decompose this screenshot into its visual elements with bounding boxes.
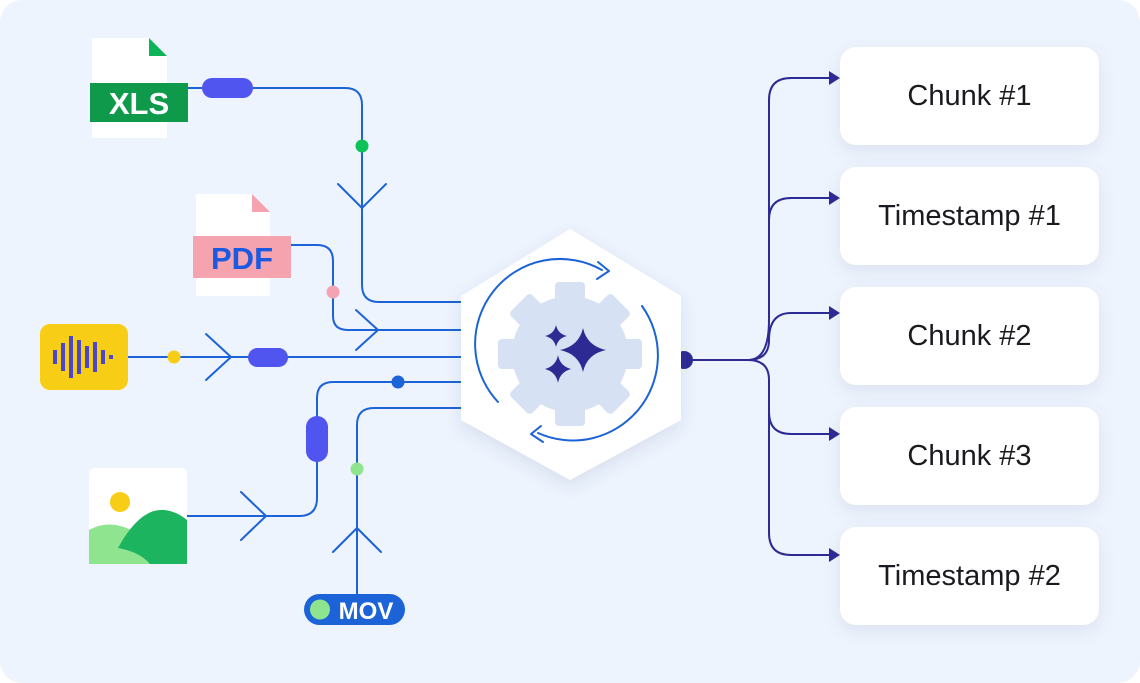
output-arrowhead-1 xyxy=(829,71,840,85)
mov-badge xyxy=(304,594,405,625)
output-arrowhead-3 xyxy=(829,306,840,320)
output-box-chunk-2: Chunk #2 xyxy=(840,287,1099,385)
xls-connector-dot xyxy=(355,139,369,153)
output-arrowheads xyxy=(829,71,840,562)
mov-connector-dot xyxy=(350,462,364,476)
output-box-chunk-1: Chunk #1 xyxy=(840,47,1099,145)
output-arrowhead-4 xyxy=(829,427,840,441)
output-arrowhead-2 xyxy=(829,191,840,205)
sparkles-gear-icon xyxy=(474,257,659,443)
xls-arrow-chevron xyxy=(337,183,387,209)
output-box-chunk-3: Chunk #3 xyxy=(840,407,1099,505)
output-label: Timestamp #1 xyxy=(878,199,1061,232)
mov-arrow-chevron xyxy=(332,527,382,553)
output-box-timestamp-2: Timestamp #2 xyxy=(840,527,1099,625)
audio-connector-dot xyxy=(167,350,181,364)
mov-label: MOV xyxy=(339,598,394,625)
mov-wire xyxy=(356,407,463,597)
output-label: Chunk #1 xyxy=(907,79,1032,112)
image-arrow-chevron xyxy=(240,491,267,541)
output-label: Chunk #2 xyxy=(907,319,1032,352)
xls-wire xyxy=(184,87,463,303)
pdf-wire xyxy=(289,244,463,331)
audio-waveform-icon xyxy=(40,324,128,390)
image-landscape-icon xyxy=(89,468,187,564)
output-wire-3 xyxy=(747,312,833,361)
audio-arrow-chevron xyxy=(205,333,232,381)
xls-connector-pill xyxy=(202,78,253,98)
pdf-file-icon xyxy=(193,194,291,296)
output-wire-5 xyxy=(768,411,833,556)
output-wire-1 xyxy=(747,77,833,361)
pdf-connector-dot xyxy=(326,285,340,299)
pdf-label: PDF xyxy=(211,241,273,276)
xls-file-icon xyxy=(90,38,188,138)
output-arrowhead-5 xyxy=(829,548,840,562)
output-label: Chunk #3 xyxy=(907,439,1032,472)
output-label: Timestamp #2 xyxy=(878,559,1061,592)
xls-label: XLS xyxy=(109,86,169,121)
output-wire-2 xyxy=(768,197,833,221)
pdf-arrow-chevron xyxy=(355,309,379,351)
output-box-timestamp-1: Timestamp #1 xyxy=(840,167,1099,265)
image-connector-pill xyxy=(306,416,328,462)
audio-connector-pill xyxy=(248,348,288,367)
output-wire-4 xyxy=(747,359,833,435)
blue-connector-dot xyxy=(391,375,405,389)
